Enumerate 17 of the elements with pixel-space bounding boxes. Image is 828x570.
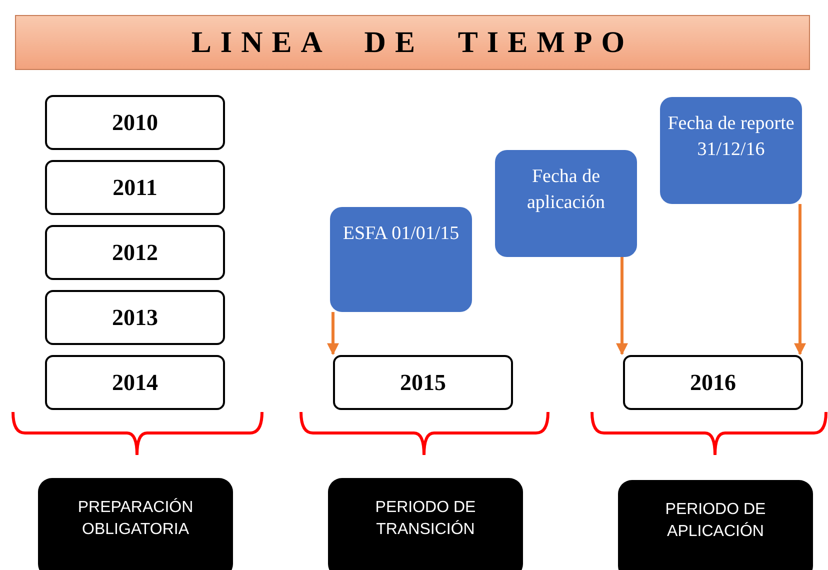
- arrow: [327, 312, 339, 356]
- year-box: 2015: [333, 355, 513, 410]
- arrow: [794, 204, 806, 356]
- year-box: 2010: [45, 95, 225, 150]
- event-box: Fecha de aplicación: [495, 150, 637, 257]
- period-box: PREPARACIÓN OBLIGATORIA: [38, 478, 233, 570]
- year-box: 2011: [45, 160, 225, 215]
- year-box: 2016: [623, 355, 803, 410]
- year-box: 2012: [45, 225, 225, 280]
- year-box: 2013: [45, 290, 225, 345]
- year-box: 2014: [45, 355, 225, 410]
- period-box: PERIODO DE APLICACIÓN: [618, 480, 813, 570]
- event-box: Fecha de reporte 31/12/16: [660, 97, 802, 204]
- arrow: [616, 257, 628, 356]
- title-banner: LINEA DE TIEMPO: [15, 15, 810, 70]
- event-box: ESFA 01/01/15: [330, 207, 472, 312]
- period-box: PERIODO DE TRANSICIÓN: [328, 478, 523, 570]
